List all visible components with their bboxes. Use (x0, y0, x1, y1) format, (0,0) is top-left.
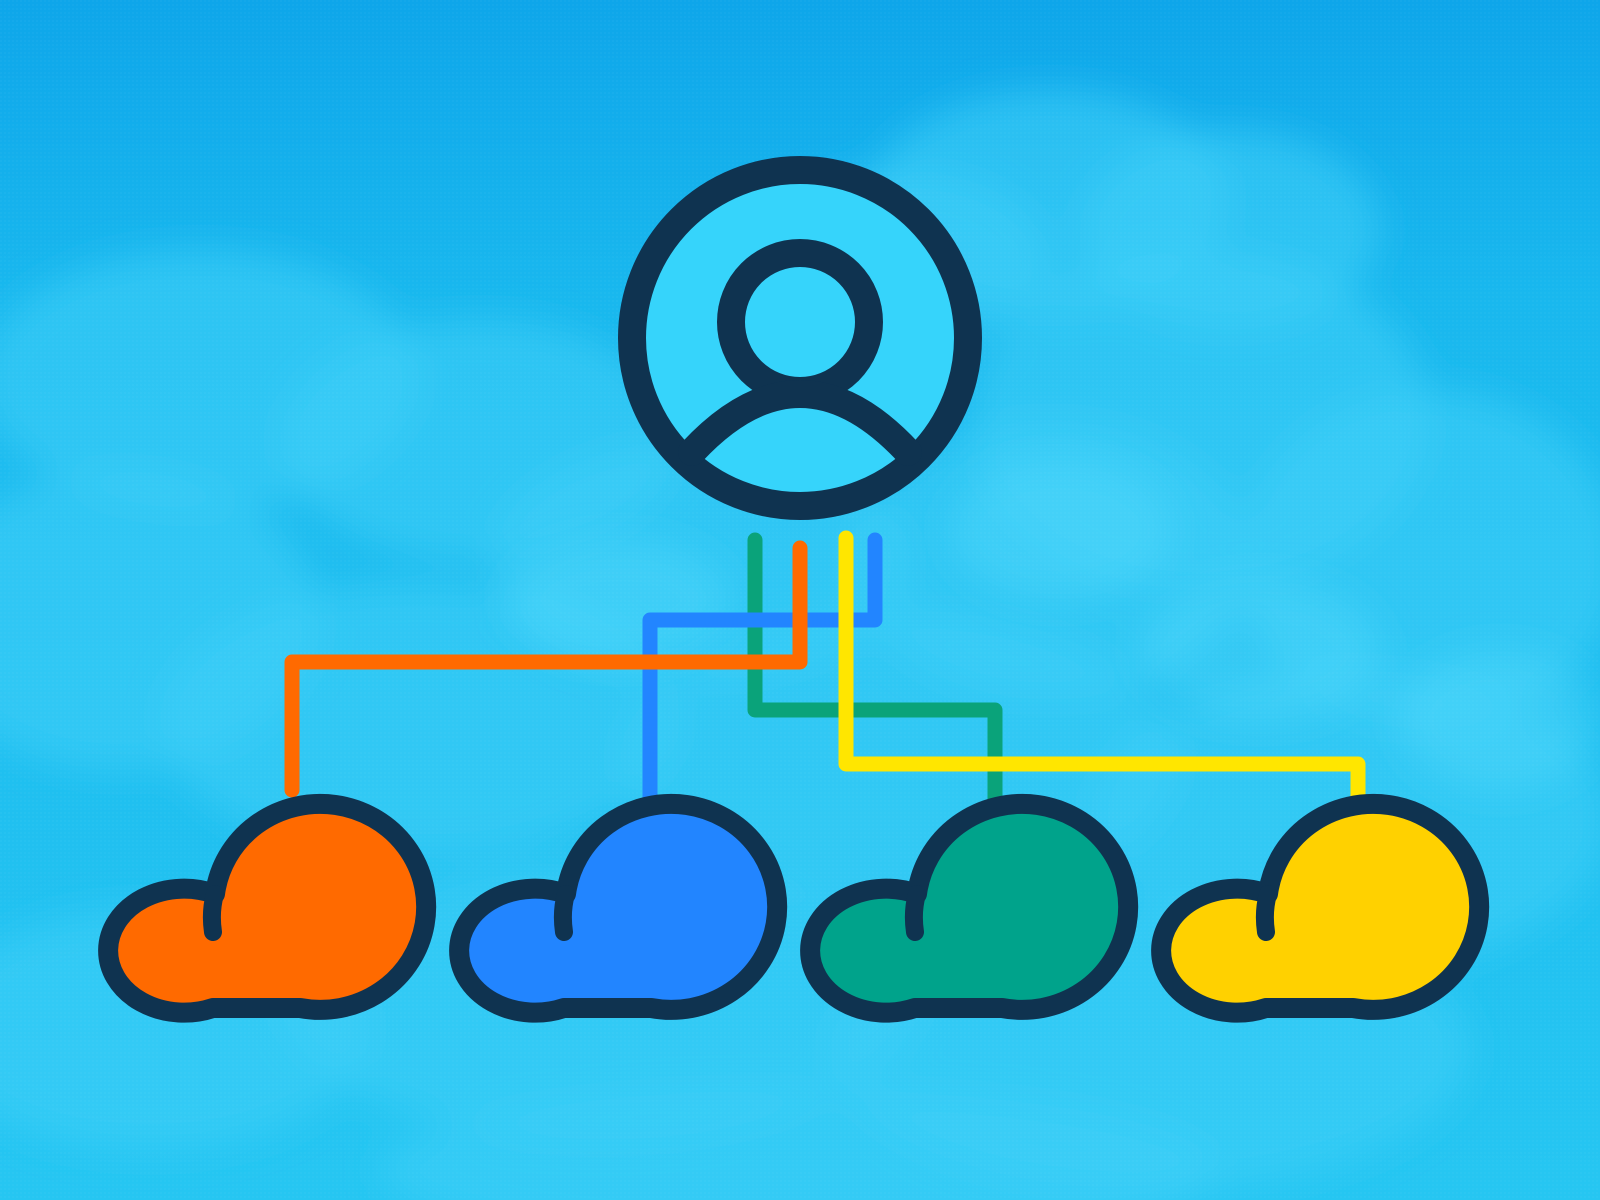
connector-yellow (838, 530, 1366, 814)
connector-blue (642, 532, 883, 808)
cloud-inner-stroke (553, 885, 575, 941)
user-avatar-icon (618, 156, 982, 520)
cloud-body (1151, 793, 1490, 1023)
connector-orange (284, 540, 808, 798)
cloud-inner-stroke (202, 885, 224, 941)
cloud-providers (98, 793, 1490, 1023)
cloud-icon (1151, 793, 1490, 1023)
cloud-inner-stroke (1255, 885, 1277, 941)
cloud-icon (98, 793, 437, 1023)
cloud-body (449, 793, 788, 1023)
cloud-body (98, 793, 437, 1023)
cloud-icon (800, 793, 1139, 1023)
cloud-icon (449, 793, 788, 1023)
connectors (284, 530, 1366, 818)
avatar-shoulders (678, 380, 922, 466)
cloud-body (800, 793, 1139, 1023)
cloud-inner-stroke (904, 885, 926, 941)
